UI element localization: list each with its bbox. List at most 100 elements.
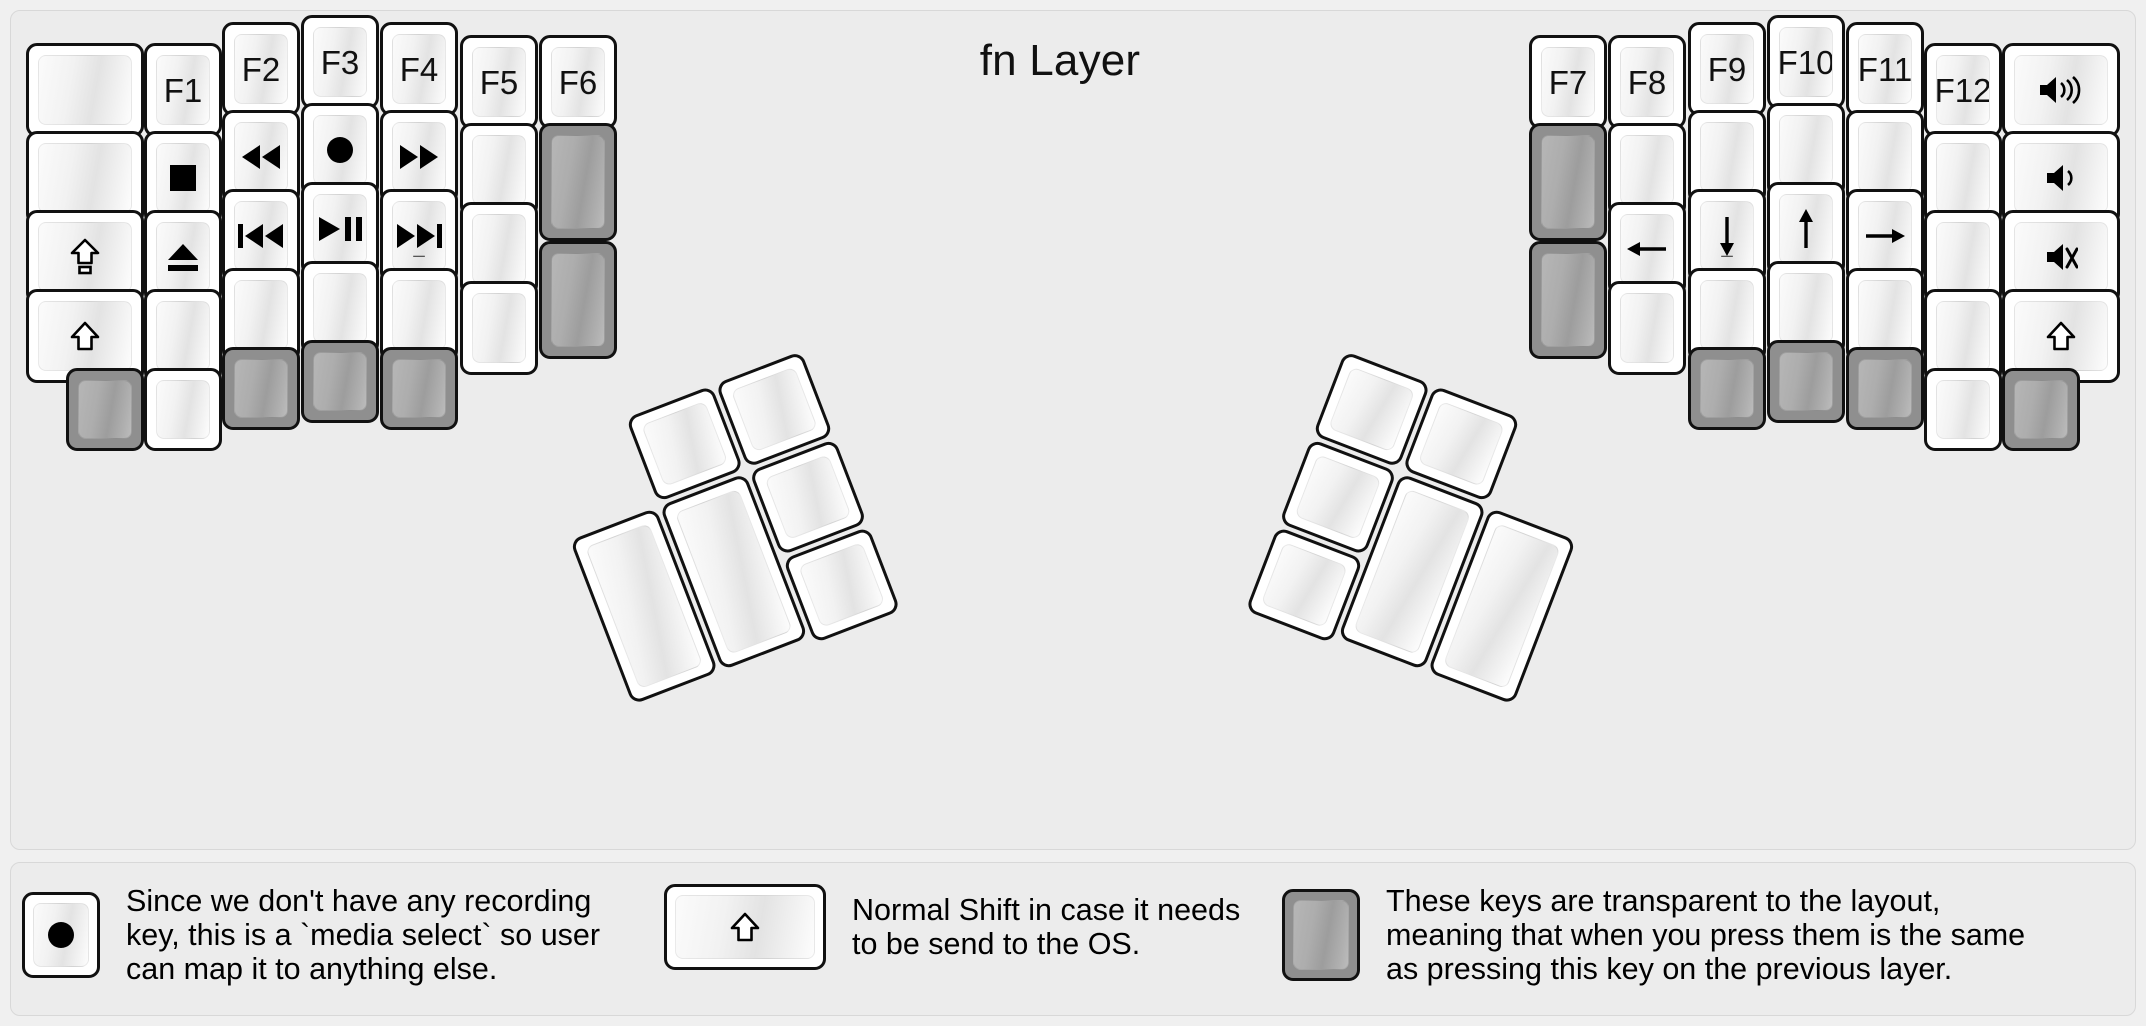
caps-lock-icon [70, 238, 100, 276]
keycap-surface [313, 115, 367, 185]
key-left-c1-r3[interactable] [26, 210, 144, 304]
keycap-surface [1936, 222, 1990, 292]
key-right-c2-r4[interactable] [1608, 281, 1686, 375]
key-left-c3-r1[interactable]: F2 [222, 22, 300, 116]
keycap-surface: F2 [234, 34, 288, 104]
key-left-c1-r2[interactable] [26, 131, 144, 225]
keycap-surface: F1 [156, 55, 210, 125]
key-left-c4-r2[interactable] [301, 103, 379, 197]
legend-description-2: Normal Shift in case it needs to be send… [852, 892, 1241, 961]
key-left-c5-r5[interactable] [380, 347, 458, 430]
key-left-c3-r2[interactable] [222, 110, 300, 204]
key-left-c7-r2[interactable] [539, 123, 617, 241]
keycap-surface [1541, 253, 1595, 347]
keycap-surface [1620, 214, 1674, 284]
keycap-surface: F3 [313, 27, 367, 97]
key-right-c3-r2[interactable] [1688, 110, 1766, 204]
key-right-c6-r3[interactable] [1924, 210, 2002, 304]
key-left-c7-r3[interactable] [539, 241, 617, 359]
key-left-c6-r3[interactable] [460, 202, 538, 296]
key-left-c1-r5[interactable] [66, 368, 144, 451]
key-right-c6-r2[interactable] [1924, 131, 2002, 225]
shift-icon [2046, 321, 2076, 351]
keycap-surface [551, 135, 605, 229]
key-label: F3 [320, 43, 360, 81]
keycap-surface [1858, 122, 1912, 192]
key-right-c4-r1[interactable]: F10 [1767, 15, 1845, 109]
key-right-c5-r1[interactable]: F11 [1846, 22, 1924, 116]
key-left-c4-r3[interactable] [301, 182, 379, 276]
key-left-c2-r5[interactable] [144, 368, 222, 451]
keycap-surface [1328, 366, 1416, 453]
key-left-c2-r1[interactable]: F1 [144, 43, 222, 137]
key-right-c1-r3[interactable] [1529, 241, 1607, 359]
key-left-c5-r3[interactable]: _ [380, 189, 458, 283]
key-right-c6-r4[interactable] [1924, 289, 2002, 383]
key-right-c5-r2[interactable] [1846, 110, 1924, 204]
key-right-c7-r1[interactable] [2002, 43, 2120, 137]
keycap-surface [1620, 135, 1674, 205]
legend-description-1: Since we don't have any recording key, t… [126, 884, 601, 987]
record-icon [45, 919, 77, 951]
play-pause-icon [316, 215, 364, 243]
key-left-c2-r3[interactable] [144, 210, 222, 304]
keycap-surface [1858, 359, 1912, 418]
keycap-surface [234, 280, 288, 350]
key-left-c3-r3[interactable] [222, 189, 300, 283]
key-right-c7-r4[interactable] [2002, 289, 2120, 383]
key-left-c2-r2[interactable] [144, 131, 222, 225]
keycap-surface: F4 [392, 34, 446, 104]
key-left-c5-r2[interactable] [380, 110, 458, 204]
key-right-c1-r2[interactable] [1529, 123, 1607, 241]
keycap-surface [1779, 194, 1833, 264]
key-right-c7-r3[interactable] [2002, 210, 2120, 304]
key-right-c5-r3[interactable] [1846, 189, 1924, 283]
key-left-c1-r4[interactable] [26, 289, 144, 383]
legend-description-3: These keys are transparent to the layout… [1386, 884, 2026, 987]
keycap-surface [798, 541, 886, 628]
keycap-surface [1700, 359, 1754, 418]
key-right-c5-r4[interactable] [1846, 268, 1924, 362]
record-icon [324, 134, 356, 166]
key-right-c4-r2[interactable] [1767, 103, 1845, 197]
next-track-icon [394, 222, 444, 250]
key-left-c4-r5[interactable] [301, 340, 379, 423]
eject-icon [165, 241, 201, 273]
key-right-c4-r5[interactable] [1767, 340, 1845, 423]
key-label: F11 [1858, 50, 1912, 88]
key-label: F1 [163, 71, 203, 109]
legend-item-3: These keys are transparent to the layout… [1282, 884, 2025, 986]
key-right-c6-r5[interactable] [1924, 368, 2002, 451]
key-right-c3-r4[interactable] [1688, 268, 1766, 362]
key-left-c4-r1[interactable]: F3 [301, 15, 379, 109]
key-right-c3-r5[interactable] [1688, 347, 1766, 430]
key-label: F4 [399, 50, 439, 88]
key-right-c5-r5[interactable] [1846, 347, 1924, 430]
keycap-surface: F10 [1779, 27, 1833, 97]
keycap-surface [38, 222, 132, 292]
key-left-c5-r1[interactable]: F4 [380, 22, 458, 116]
key-left-c3-r4[interactable] [222, 268, 300, 362]
key-left-c3-r5[interactable] [222, 347, 300, 430]
key-left-c5-r4[interactable] [380, 268, 458, 362]
legend-item-1: Since we don't have any recording key, t… [22, 884, 600, 986]
key-right-c7-r2[interactable] [2002, 131, 2120, 225]
key-left-c1-r1[interactable] [26, 43, 144, 137]
keycap-surface [156, 380, 210, 439]
keycap-surface [2014, 55, 2108, 125]
key-label: F10 [1779, 43, 1833, 81]
key-right-c2-r2[interactable] [1608, 123, 1686, 217]
key-label: F9 [1707, 50, 1747, 88]
key-right-c1-r1[interactable]: F7 [1529, 35, 1607, 129]
key-right-c6-r1[interactable]: F12 [1924, 43, 2002, 137]
key-left-c6-r4[interactable] [460, 281, 538, 375]
key-right-c2-r1[interactable]: F8 [1608, 35, 1686, 129]
key-left-c6-r2[interactable] [460, 123, 538, 217]
keycap-surface: F5 [472, 47, 526, 117]
keycap-surface [156, 301, 210, 371]
keycap-surface: F8 [1620, 47, 1674, 117]
key-left-c7-r1[interactable]: F6 [539, 35, 617, 129]
key-right-c7-r5[interactable] [2002, 368, 2080, 451]
key-right-c3-r1[interactable]: F9 [1688, 22, 1766, 116]
key-left-c6-r1[interactable]: F5 [460, 35, 538, 129]
